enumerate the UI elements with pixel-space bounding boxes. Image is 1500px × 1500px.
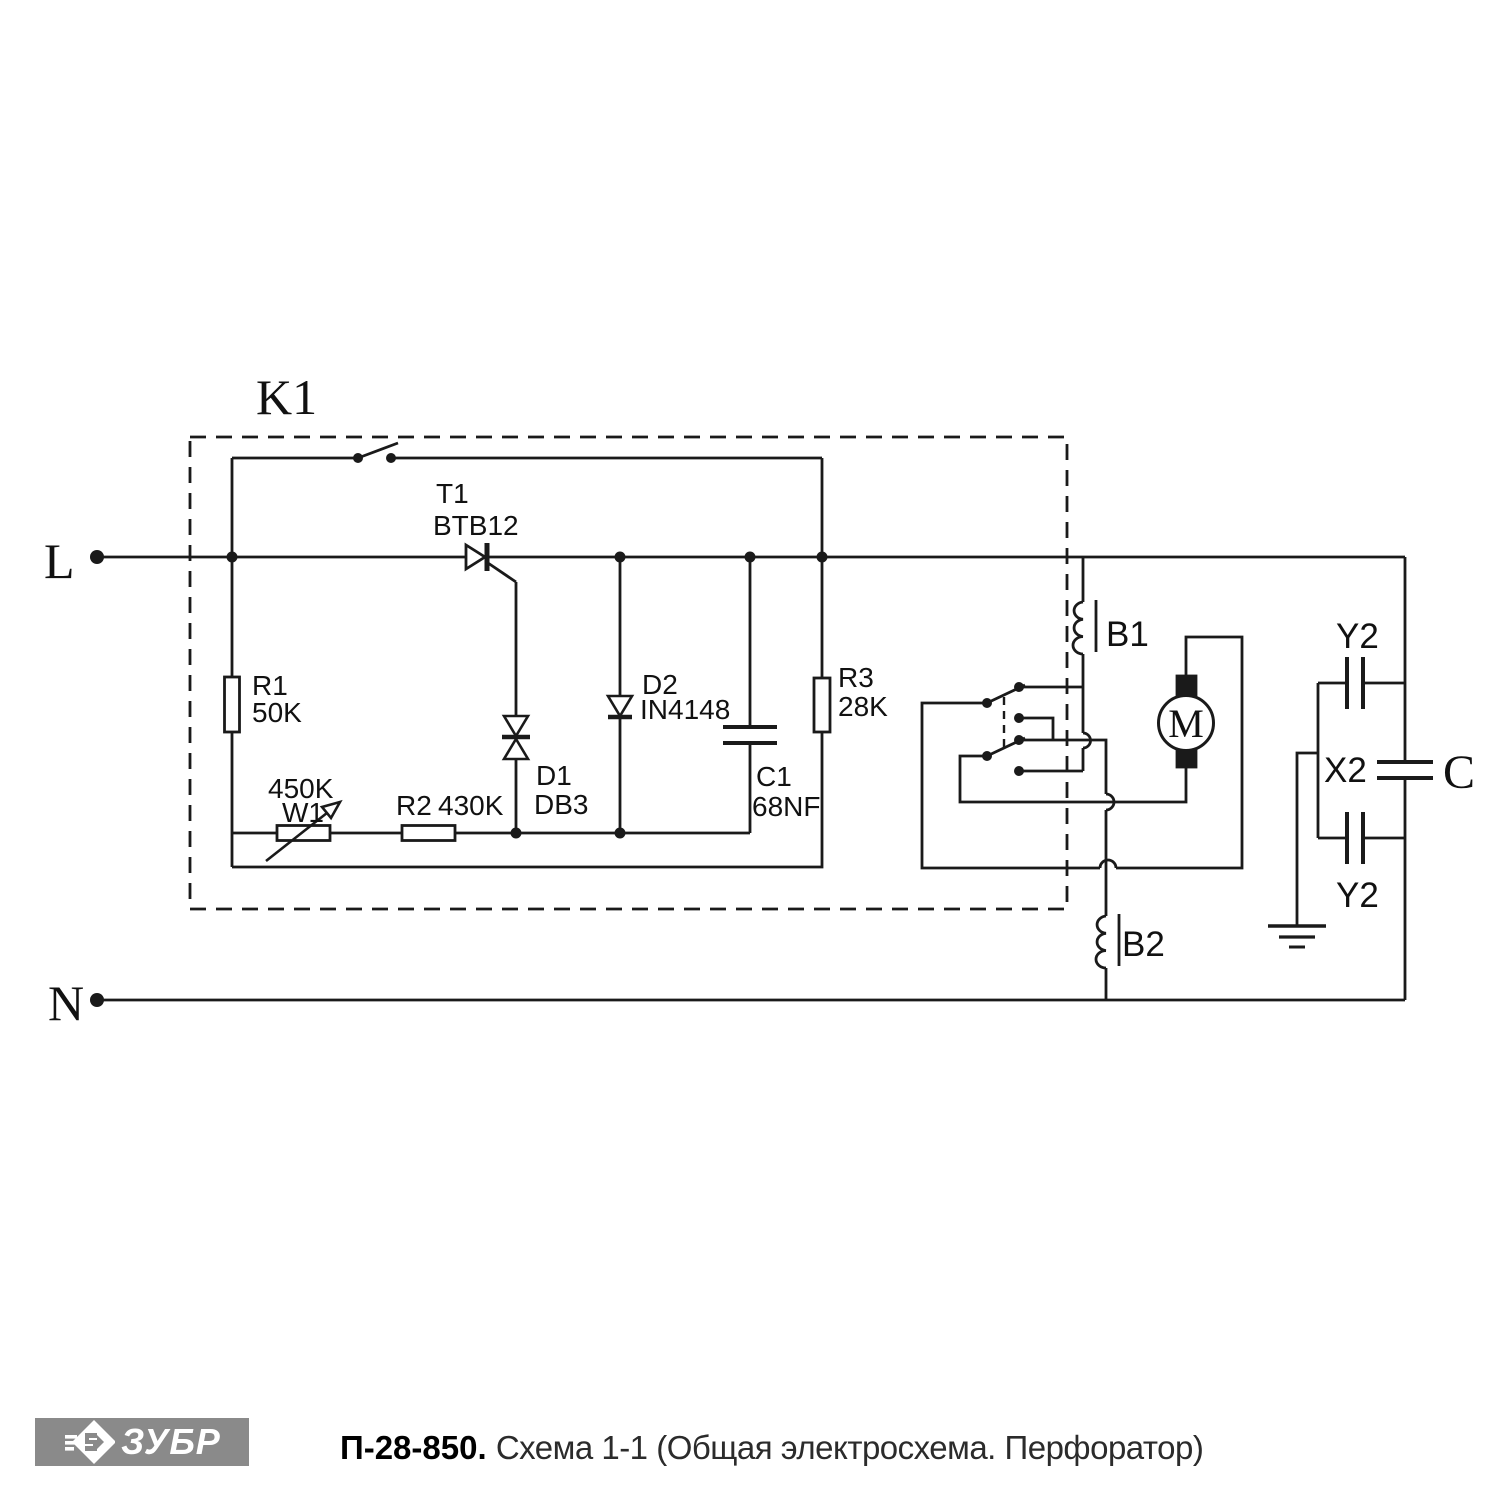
emi-filter-wires bbox=[1295, 681, 1405, 926]
potentiometer-w1-ref: W1 bbox=[282, 797, 324, 828]
diode-d2-icon bbox=[605, 694, 635, 720]
capacitor-c1-value: 68NF bbox=[752, 791, 820, 822]
potentiometer-w1-value: 450K bbox=[268, 773, 334, 804]
diode-d2-ref: D2 bbox=[642, 669, 678, 700]
capacitor-x2-icon bbox=[1377, 760, 1433, 780]
r3-branch-and-bottom-wire bbox=[232, 458, 824, 869]
resistor-r1-value: 50K bbox=[252, 697, 302, 728]
power-switch-blade bbox=[357, 441, 399, 460]
contact-d-b2-wire bbox=[1019, 738, 1121, 1000]
coil-b2-label: B2 bbox=[1122, 925, 1165, 964]
junction-dots bbox=[90, 453, 1024, 1007]
diac-d1-value: DB3 bbox=[534, 789, 588, 820]
capacitor-y2-top-label: Y2 bbox=[1336, 617, 1379, 656]
capacitor-y2-bottom-icon bbox=[1345, 812, 1365, 864]
footer-title: П-28-850. Схема 1-1 (Общая электросхема.… bbox=[340, 1429, 1204, 1467]
brand-name: ЗУБР bbox=[121, 1421, 221, 1462]
resistor-r1-icon bbox=[223, 675, 241, 734]
field-coil-b1-branch bbox=[1071, 557, 1098, 771]
capacitor-c1-ref: C1 bbox=[756, 761, 792, 792]
contact-c-wire bbox=[1019, 716, 1055, 740]
motor-m-icon bbox=[1157, 674, 1215, 769]
schematic-caption: Схема 1-1 (Общая электросхема. Перфорато… bbox=[495, 1429, 1204, 1466]
capacitor-x2-label: X2 bbox=[1324, 751, 1367, 790]
terminal-n-label: N bbox=[48, 975, 84, 1031]
triac-t1-icon bbox=[464, 542, 490, 572]
diode-d2-value: IN4148 bbox=[640, 694, 730, 725]
capacitor-c1-icon bbox=[723, 725, 777, 745]
motor-lower-brush-wire bbox=[958, 754, 1188, 804]
capacitor-y2-bottom-label: Y2 bbox=[1336, 876, 1379, 915]
resistor-r3-icon bbox=[812, 676, 832, 734]
coil-b1-icon bbox=[1071, 600, 1084, 656]
resistor-r2-value: 430K bbox=[438, 790, 504, 821]
resistor-r2-icon bbox=[400, 824, 457, 842]
brush-loop-wire bbox=[920, 635, 1244, 870]
model-number: П-28-850. bbox=[340, 1429, 487, 1466]
triac-t1-value: BTB12 bbox=[433, 510, 519, 541]
terminal-l-dot bbox=[90, 550, 104, 564]
wire-hop-icon bbox=[1098, 858, 1118, 869]
coil-b2-icon bbox=[1094, 914, 1107, 970]
resistor-r2-ref: R2 bbox=[396, 790, 432, 821]
motor-m-label: M bbox=[1168, 701, 1204, 746]
module-k1-label: K1 bbox=[256, 369, 317, 425]
diac-d1-icon bbox=[501, 714, 531, 761]
terminal-n-dot bbox=[90, 993, 104, 1007]
potentiometer-w1-arrow bbox=[265, 799, 343, 863]
triac-gate-wire bbox=[487, 561, 518, 833]
capacitor-y2-top-icon bbox=[1345, 657, 1365, 709]
diac-d1-ref: D1 bbox=[536, 760, 572, 791]
triac-t1-ref: T1 bbox=[436, 478, 469, 509]
resistor-r3-value: 28K bbox=[838, 691, 888, 722]
zubr-logo-icon bbox=[65, 1420, 116, 1464]
coil-b1-label: B1 bbox=[1106, 615, 1149, 654]
resistor-r1-ref: R1 bbox=[252, 670, 288, 701]
ground-icon bbox=[1268, 924, 1326, 949]
brand-badge: ЗУБР bbox=[35, 1418, 249, 1466]
line-capacitor-c-label: C bbox=[1443, 746, 1475, 799]
resistor-r3-ref: R3 bbox=[838, 662, 874, 693]
terminal-l-label: L bbox=[44, 533, 75, 589]
